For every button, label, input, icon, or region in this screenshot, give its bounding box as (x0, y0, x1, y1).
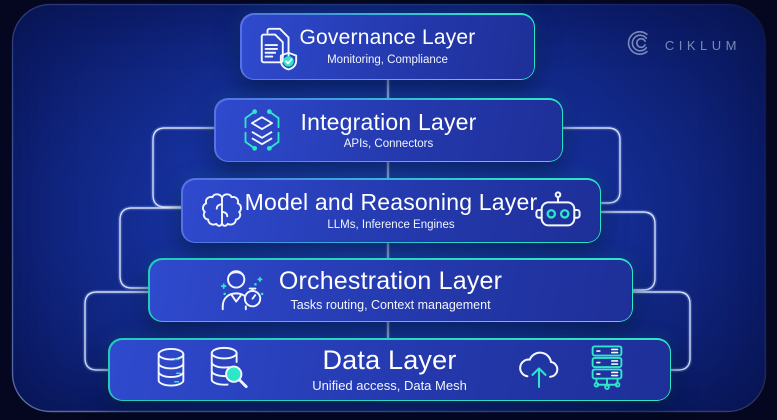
orchestration-layer-text: Orchestration Layer Tasks routing, Conte… (278, 266, 503, 313)
person-stopwatch-icon (216, 264, 266, 316)
layer-title: Data Layer (322, 344, 457, 375)
ciklum-arcs-icon (624, 27, 656, 64)
robot-icon (534, 189, 582, 233)
database-icon (152, 344, 190, 395)
database-search-icon (206, 343, 250, 396)
documents-shield-icon (256, 23, 300, 71)
layer-subtitle: Monitoring, Compliance (327, 53, 448, 66)
governance-layer-box: Governance Layer Monitoring, Compliance (240, 13, 535, 80)
layer-title: Model and Reasoning Layer (244, 189, 538, 216)
brand-name: CIKLUM (664, 38, 741, 53)
layer-title: Integration Layer (300, 108, 477, 135)
model-reasoning-layer-text: Model and Reasoning Layer LLMs, Inferenc… (245, 190, 538, 230)
brain-icon (199, 190, 245, 232)
cloud-upload-icon (514, 345, 564, 394)
brand-logo: CIKLUM (624, 27, 741, 64)
data-layer-box: Data Layer Unified access, Data Mesh (108, 338, 671, 401)
data-right-icons (514, 343, 630, 396)
orchestration-layer-box: Orchestration Layer Tasks routing, Conte… (148, 258, 633, 322)
layer-subtitle: LLMs, Inference Engines (327, 218, 455, 231)
model-reasoning-layer-box: Model and Reasoning Layer LLMs, Inferenc… (181, 178, 601, 243)
layer-title: Governance Layer (299, 26, 476, 50)
governance-layer-text: Governance Layer Monitoring, Compliance (299, 26, 476, 66)
integration-layer-box: Integration Layer APIs, Connectors (214, 98, 563, 162)
data-layer-text: Data Layer Unified access, Data Mesh (312, 344, 467, 394)
layer-subtitle: APIs, Connectors (343, 138, 434, 151)
server-rack-icon (584, 343, 630, 396)
layer-title: Orchestration Layer (278, 266, 503, 295)
layer-subtitle: Tasks routing, Context management (290, 298, 491, 313)
layer-subtitle: Unified access, Data Mesh (312, 378, 467, 394)
data-left-icons (152, 343, 250, 396)
integration-hexagon-layers-icon (240, 105, 284, 155)
integration-layer-text: Integration Layer APIs, Connectors (300, 110, 476, 150)
